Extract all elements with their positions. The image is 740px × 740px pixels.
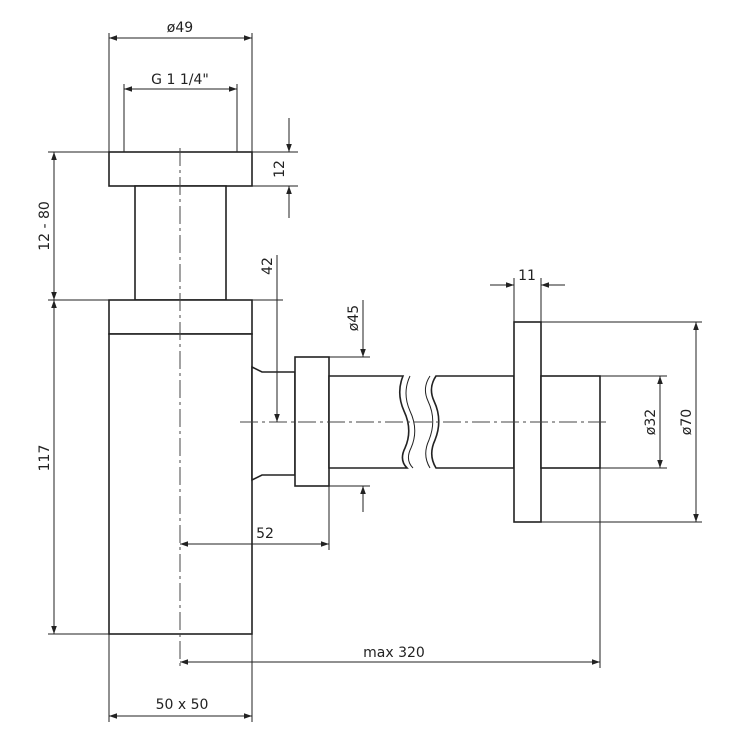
label-h12: 12: [272, 160, 288, 178]
label-w11: 11: [518, 268, 536, 284]
label-w52: 52: [256, 526, 274, 542]
label-d32: ø32: [643, 409, 659, 435]
label-h42: 42: [260, 257, 276, 275]
label-max320: max 320: [363, 645, 425, 661]
label-d70: ø70: [679, 409, 695, 435]
siphon-body-parts: [108, 151, 601, 635]
center-lines: [179, 148, 610, 668]
pipe-break-left: [405, 375, 416, 469]
label-h117: 117: [37, 445, 53, 472]
pipe-break-right: [424, 375, 434, 469]
label-50x50: 50 x 50: [156, 697, 209, 713]
dimension-lines: [51, 35, 699, 719]
label-h12-80: 12 - 80: [37, 201, 53, 251]
label-thread: G 1 1/4": [151, 72, 209, 88]
label-d45: ø45: [346, 305, 362, 331]
outlet-funnel: [251, 365, 296, 482]
dimension-labels: ø49 G 1 1/4" 12 12 - 80 42 ø45 11 ø32 ø7…: [37, 20, 695, 713]
label-d49: ø49: [167, 20, 193, 36]
